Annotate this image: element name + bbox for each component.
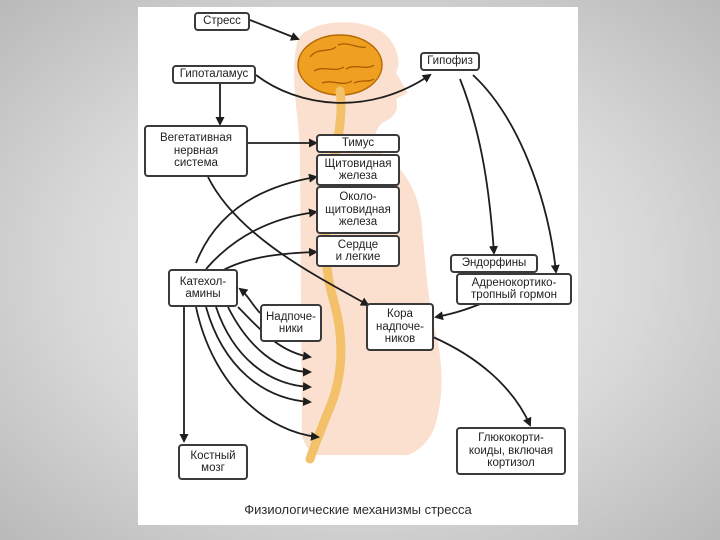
- box-catecholamines: Катехол- амины: [168, 269, 238, 307]
- arrow-catecholamines-heart: [217, 247, 318, 274]
- spinal-cord: [305, 86, 346, 464]
- arrow-catecholamines-lower5: [195, 306, 320, 441]
- brain-folds: [309, 43, 375, 84]
- arrow-pituitary-endorphins: [459, 78, 498, 255]
- arrow-catecholamines-lower3: [215, 306, 312, 392]
- box-stress: Стресс: [194, 12, 250, 31]
- box-adrenal-cortex: Кора надпоче- ников: [366, 303, 434, 351]
- box-autonomic-nervous-system: Вегетативная нервная система: [144, 125, 248, 177]
- arrow-medulla-catecholamines: [238, 287, 261, 314]
- box-acth: Адренокортико- тропный гормон: [456, 273, 572, 305]
- box-thyroid: Щитовидная железа: [316, 154, 400, 186]
- box-glucocorticoids: Глюкокорти- коиды, включая кортизол: [456, 427, 566, 475]
- box-adrenal-medulla: Надпоче- ники: [260, 304, 322, 342]
- box-hypothalamus: Гипоталамус: [172, 65, 256, 84]
- box-bone-marrow: Костный мозг: [178, 444, 248, 480]
- arrow-catecholamines-thyroid: [195, 173, 318, 264]
- arrow-pituitary-acth: [472, 74, 560, 274]
- diagram-panel: Стресс Гипоталамус Гипофиз Вегетативная …: [138, 7, 578, 525]
- arrow-catecholamines-lower2: [227, 306, 312, 377]
- arrow-cortex-glucocorticoids: [432, 336, 532, 427]
- arrow-catecholamines-lower4: [205, 306, 312, 407]
- arrow-autonomic-cortex: [207, 176, 370, 306]
- box-endorphins: Эндорфины: [450, 254, 538, 273]
- box-heart-lungs: Сердце и легкие: [316, 235, 400, 267]
- diagram-caption: Физиологические механизмы стресса: [244, 502, 472, 517]
- arrow-stress-brain: [249, 19, 300, 41]
- arrow-hypothalamus-pituitary: [255, 73, 432, 104]
- arrow-catecholamines-parathyroid: [205, 208, 318, 270]
- box-parathyroid: Около- щитовидная железа: [316, 186, 400, 234]
- box-thymus: Тимус: [316, 134, 400, 153]
- box-pituitary: Гипофиз: [420, 52, 480, 71]
